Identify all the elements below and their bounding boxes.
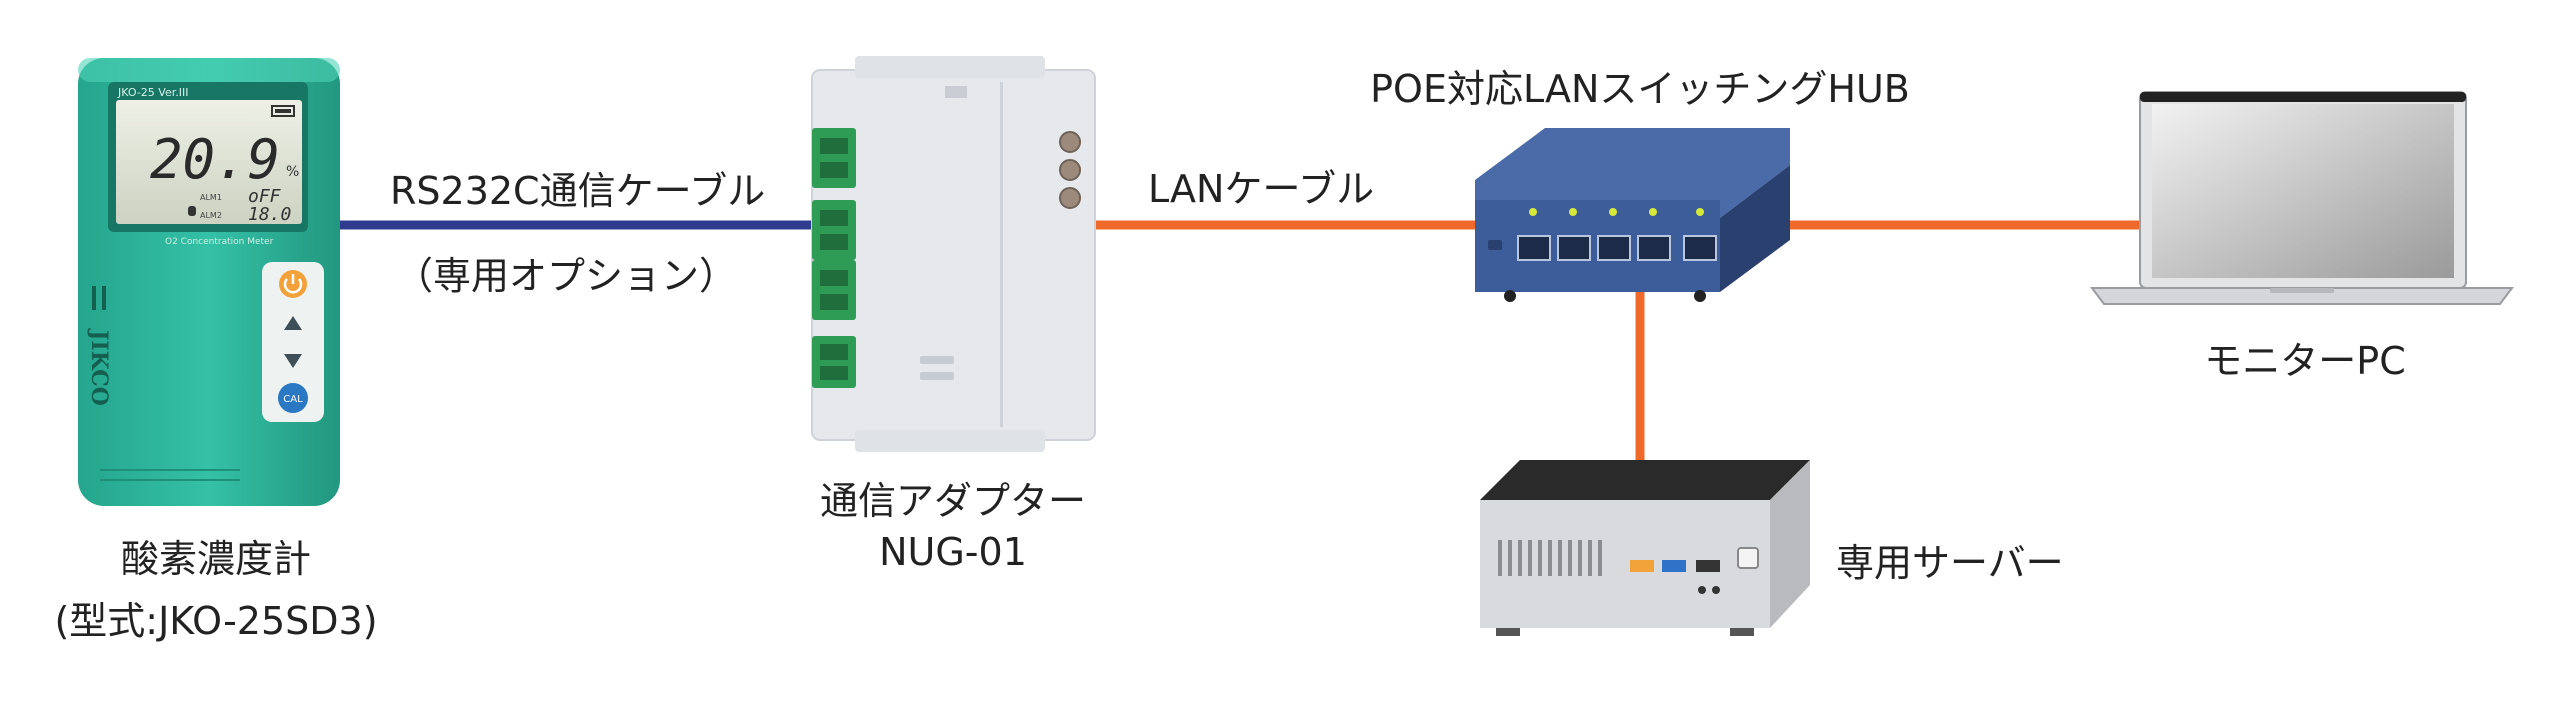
adapter-top-clip [855, 56, 1045, 78]
port-led-4 [1649, 208, 1657, 216]
server-front [1480, 500, 1770, 628]
laptop-screen [2152, 104, 2454, 278]
card-slot [1696, 560, 1720, 572]
port-led-1 [1529, 208, 1537, 216]
terminal-block-1 [812, 128, 856, 188]
meter-button-panel [262, 262, 324, 422]
terminal-block-4 [812, 336, 856, 388]
server-power-button [1737, 547, 1759, 569]
lan-port-3 [1597, 235, 1631, 261]
lan-cable-label: LANケーブル [1148, 167, 1375, 211]
meter-model: (型式:JKO-25SD3) [54, 599, 378, 643]
meter-name: 酸素濃度計 [120, 537, 312, 581]
hub-top [1475, 128, 1790, 218]
port-led-5 [1696, 208, 1704, 216]
meter-alarm2: 18.0 [248, 204, 291, 225]
laptop-bezel-top [2140, 92, 2466, 102]
meter-screen-model: JKO-25 Ver.III [117, 86, 188, 99]
lan-port-1 [1517, 235, 1551, 261]
adapter-led-3 [1059, 187, 1081, 209]
oxygen-meter: JKO-25 Ver.III 20.9 % ALM1 oFF ALM2 18.0… [78, 58, 340, 506]
meter-vent-2 [102, 286, 106, 310]
meter-brand: JIKCO [86, 328, 112, 406]
monitor-pc [2090, 91, 2514, 305]
adapter-model: NUG-01 [879, 530, 1027, 574]
adapter-led-1 [1059, 131, 1081, 153]
laptop-base [2090, 287, 2514, 305]
terminal-block-3 [812, 260, 856, 320]
meter-reading: 20.9 [150, 128, 280, 191]
meter-alarm2-tag: ALM2 [200, 211, 222, 220]
communication-adapter [811, 56, 1096, 452]
usb-port-blue [1662, 560, 1686, 572]
adapter-bottom-clip [855, 430, 1045, 452]
server-label: 専用サーバー [1836, 541, 2064, 585]
cal-label: CAL [283, 394, 303, 405]
meter-alarm1: oFF [248, 186, 282, 207]
server-top [1480, 460, 1810, 500]
audio-jack [1698, 586, 1706, 594]
up-arrow-button[interactable] [284, 316, 302, 330]
server-vents [1498, 540, 1602, 576]
terminal-block-2 [812, 200, 856, 260]
adapter-name: 通信アダプター [819, 479, 1087, 523]
meter-lcd [116, 100, 302, 224]
down-arrow-button[interactable] [284, 354, 302, 368]
lan-port-5 [1683, 235, 1717, 261]
meter-alarm1-tag: ALM1 [200, 193, 222, 202]
cal-button[interactable] [278, 383, 308, 413]
pc-label: モニターPC [2204, 339, 2406, 383]
lan-port-2 [1557, 235, 1591, 261]
adapter-divider [1000, 82, 1003, 427]
usb-port-orange [1630, 560, 1654, 572]
hub-label: POE対応LANスイッチングHUB [1370, 67, 1910, 111]
server-side [1770, 460, 1810, 628]
poe-switching-hub [1475, 128, 1790, 302]
adapter-led-2 [1059, 159, 1081, 181]
rs232c-cable-label: RS232C通信ケーブル [390, 169, 766, 213]
rs232c-cable-note: （専用オプション） [395, 254, 738, 298]
battery-icon [271, 105, 295, 117]
meter-vent-1 [92, 286, 96, 310]
hub-side [1720, 165, 1790, 292]
power-icon [283, 278, 303, 294]
lan-port-4 [1637, 235, 1671, 261]
bell-icon [188, 206, 196, 216]
port-led-3 [1609, 208, 1617, 216]
meter-unit: % [286, 164, 299, 180]
adapter-slot [920, 356, 954, 364]
port-led-2 [1569, 208, 1577, 216]
dedicated-server [1480, 460, 1810, 636]
meter-footer-text: O2 Concentration Meter [165, 237, 274, 247]
